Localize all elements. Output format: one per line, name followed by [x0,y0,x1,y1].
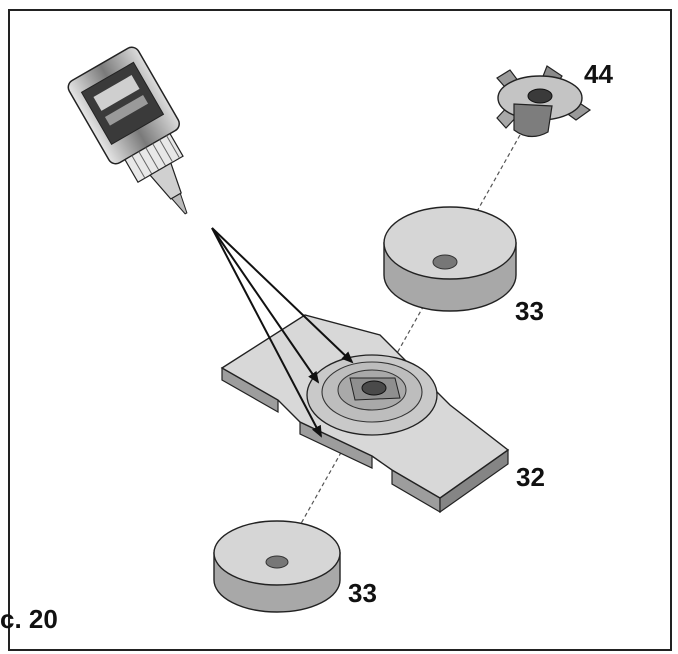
insert-nut-44 [496,65,592,138]
adhesive-bottle-icon [67,46,188,215]
washer-33-bottom [213,520,341,613]
figure-caption: c. 20 [0,604,58,634]
application-arrow-icon [211,227,354,438]
washer-33-top [383,206,517,312]
part-label-33-top: 33 [515,296,544,326]
plate-32 [220,314,510,514]
part-label-44: 44 [584,59,613,89]
part-label-33-bottom: 33 [348,578,377,608]
figure-frame [8,9,672,651]
part-label-32: 32 [516,462,545,492]
